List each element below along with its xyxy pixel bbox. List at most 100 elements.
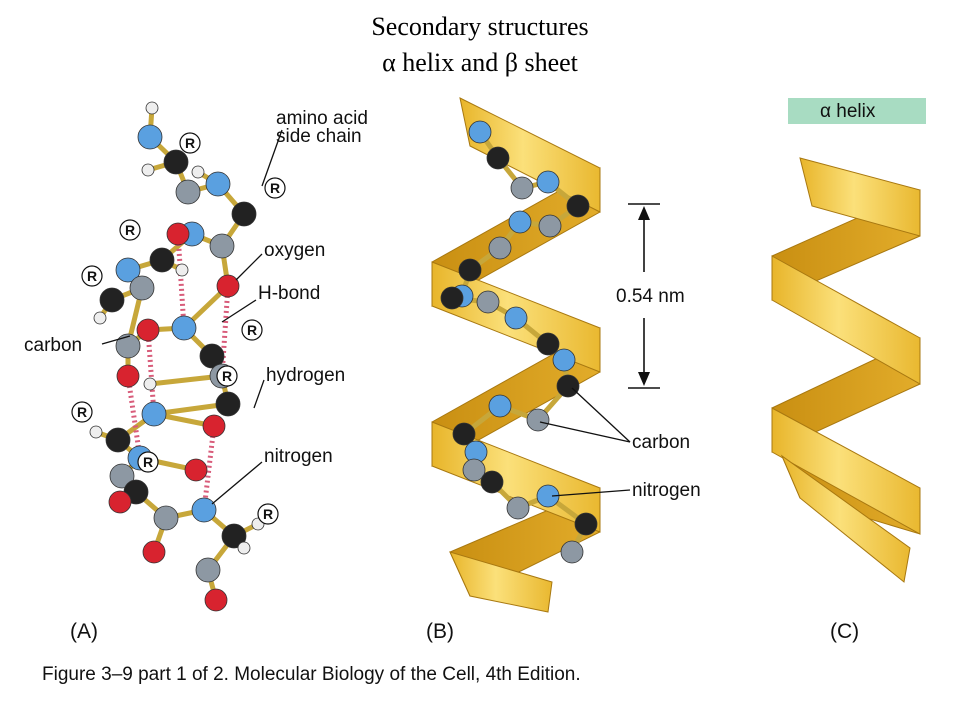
- ribbon-label-nitrogen: nitrogen: [632, 480, 701, 501]
- side-chain-r-circle: [119, 219, 141, 241]
- label-hydrogen: hydrogen: [266, 365, 345, 386]
- panel-a-label: (A): [70, 620, 98, 643]
- side-chain-r-letter: R: [87, 268, 97, 284]
- alpha-carbon-atom: [153, 505, 179, 531]
- panel-a-leader-lines: [101, 129, 283, 505]
- alpha-helix-tag: [788, 98, 926, 124]
- alpha-carbon-atom: [175, 179, 201, 205]
- oxygen-atom: [204, 588, 228, 612]
- alpha-carbon-atom: [209, 233, 235, 259]
- carbon-atom: [486, 146, 510, 170]
- carbon-atom: [566, 194, 590, 218]
- carbon-atom: [231, 201, 257, 227]
- side-chain-r-letter: R: [143, 454, 153, 470]
- label-amino-acid: amino acid: [276, 108, 368, 129]
- side-chain-r-letter: R: [77, 404, 87, 420]
- ribbon-atoms: [440, 120, 598, 564]
- nitrogen-atom: [468, 120, 492, 144]
- nitrogen-atom: [137, 124, 163, 150]
- side-chain-r-letter: R: [263, 506, 273, 522]
- nitrogen-atom: [504, 306, 528, 330]
- side-chain-r-circle: [241, 319, 263, 341]
- panel-b-label: (B): [426, 620, 454, 643]
- alpha-carbon-atom: [129, 275, 155, 301]
- nitrogen-atom: [536, 170, 560, 194]
- h-bond: [219, 285, 231, 377]
- nitrogen-atom: [552, 348, 576, 372]
- oxygen-atom: [142, 540, 166, 564]
- label-carbon: carbon: [24, 335, 82, 356]
- carbon-atom: [105, 427, 131, 453]
- atoms: [89, 101, 265, 612]
- hydrogen-atom: [175, 263, 189, 277]
- h-bond: [175, 233, 187, 329]
- oxygen-atom: [202, 414, 226, 438]
- side-chain-r-circle: [264, 177, 286, 199]
- h-bond: [201, 425, 217, 511]
- carbon-atom: [440, 286, 464, 310]
- nitrogen-atom: [488, 394, 512, 418]
- alpha-carbon-atom: [476, 290, 500, 314]
- side-chain-r-circle: [71, 401, 93, 423]
- carbon-atom: [199, 343, 225, 369]
- carbon-atom: [452, 422, 476, 446]
- oxygen-atom: [184, 458, 208, 482]
- alpha-helix-tag-text: α helix: [820, 101, 876, 122]
- alpha-carbon-atom: [195, 557, 221, 583]
- nitrogen-atom: [508, 210, 532, 234]
- slide-subtitle: α helix and β sheet: [382, 48, 578, 77]
- carbon-atom: [221, 523, 247, 549]
- carbon-atom: [556, 374, 580, 398]
- hydrogen-atom: [191, 165, 205, 179]
- slide-title: Secondary structures: [371, 12, 589, 41]
- side-chain-r-letter: R: [125, 222, 135, 238]
- hydrogen-atom: [93, 311, 107, 325]
- ribbon-c-front-strands: [771, 157, 921, 583]
- side-chain-r-letter: R: [247, 322, 257, 338]
- carbon-atom: [99, 287, 125, 313]
- alpha-carbon-atom: [462, 458, 486, 482]
- bond: [151, 401, 231, 417]
- side-chain-r-circle: [81, 265, 103, 287]
- carbon-atom: [163, 149, 189, 175]
- hydrogen-atom: [143, 377, 157, 391]
- carbon-atom: [215, 391, 241, 417]
- carbon-atom: [536, 332, 560, 356]
- nitrogen-atom: [141, 401, 167, 427]
- alpha-carbon-atom: [560, 540, 584, 564]
- carbon-atom: [480, 470, 504, 494]
- label-side-chain: side chain: [276, 126, 362, 147]
- hydrogen-atom: [141, 163, 155, 177]
- alpha-carbon-atom: [510, 176, 534, 200]
- alpha-carbon-atom: [538, 214, 562, 238]
- side-chain-r-letter: R: [185, 135, 195, 151]
- nitrogen-atom: [191, 497, 217, 523]
- side-chain-r-letter: R: [270, 180, 280, 196]
- carbon-atom: [458, 258, 482, 282]
- label-h-bond: H-bond: [258, 283, 320, 304]
- oxygen-atom: [136, 318, 160, 342]
- side-chain-r-circle: [257, 503, 279, 525]
- h-bond: [145, 329, 157, 415]
- panel-b-leader-lines: [539, 387, 631, 497]
- alpha-carbon-atom: [506, 496, 530, 520]
- panel-b-ribbon-with-atoms: 0.54 nm carbon nitrogen (B): [426, 97, 701, 643]
- hydrogen-atom: [145, 101, 159, 115]
- side-chain-r-circle: [137, 451, 159, 473]
- oxygen-atom: [216, 274, 240, 298]
- h-bond: [125, 375, 143, 459]
- label-nitrogen: nitrogen: [264, 446, 333, 467]
- ribbon-label-carbon: carbon: [632, 432, 690, 453]
- nitrogen-atom: [205, 171, 231, 197]
- carbon-atom: [574, 512, 598, 536]
- pitch-label: 0.54 nm: [616, 286, 685, 307]
- panel-c-label: (C): [830, 620, 859, 643]
- side-chain-r-circle: [179, 132, 201, 154]
- hydrogen-atom: [237, 541, 251, 555]
- nitrogen-atom: [115, 257, 141, 283]
- nitrogen-atom: [171, 315, 197, 341]
